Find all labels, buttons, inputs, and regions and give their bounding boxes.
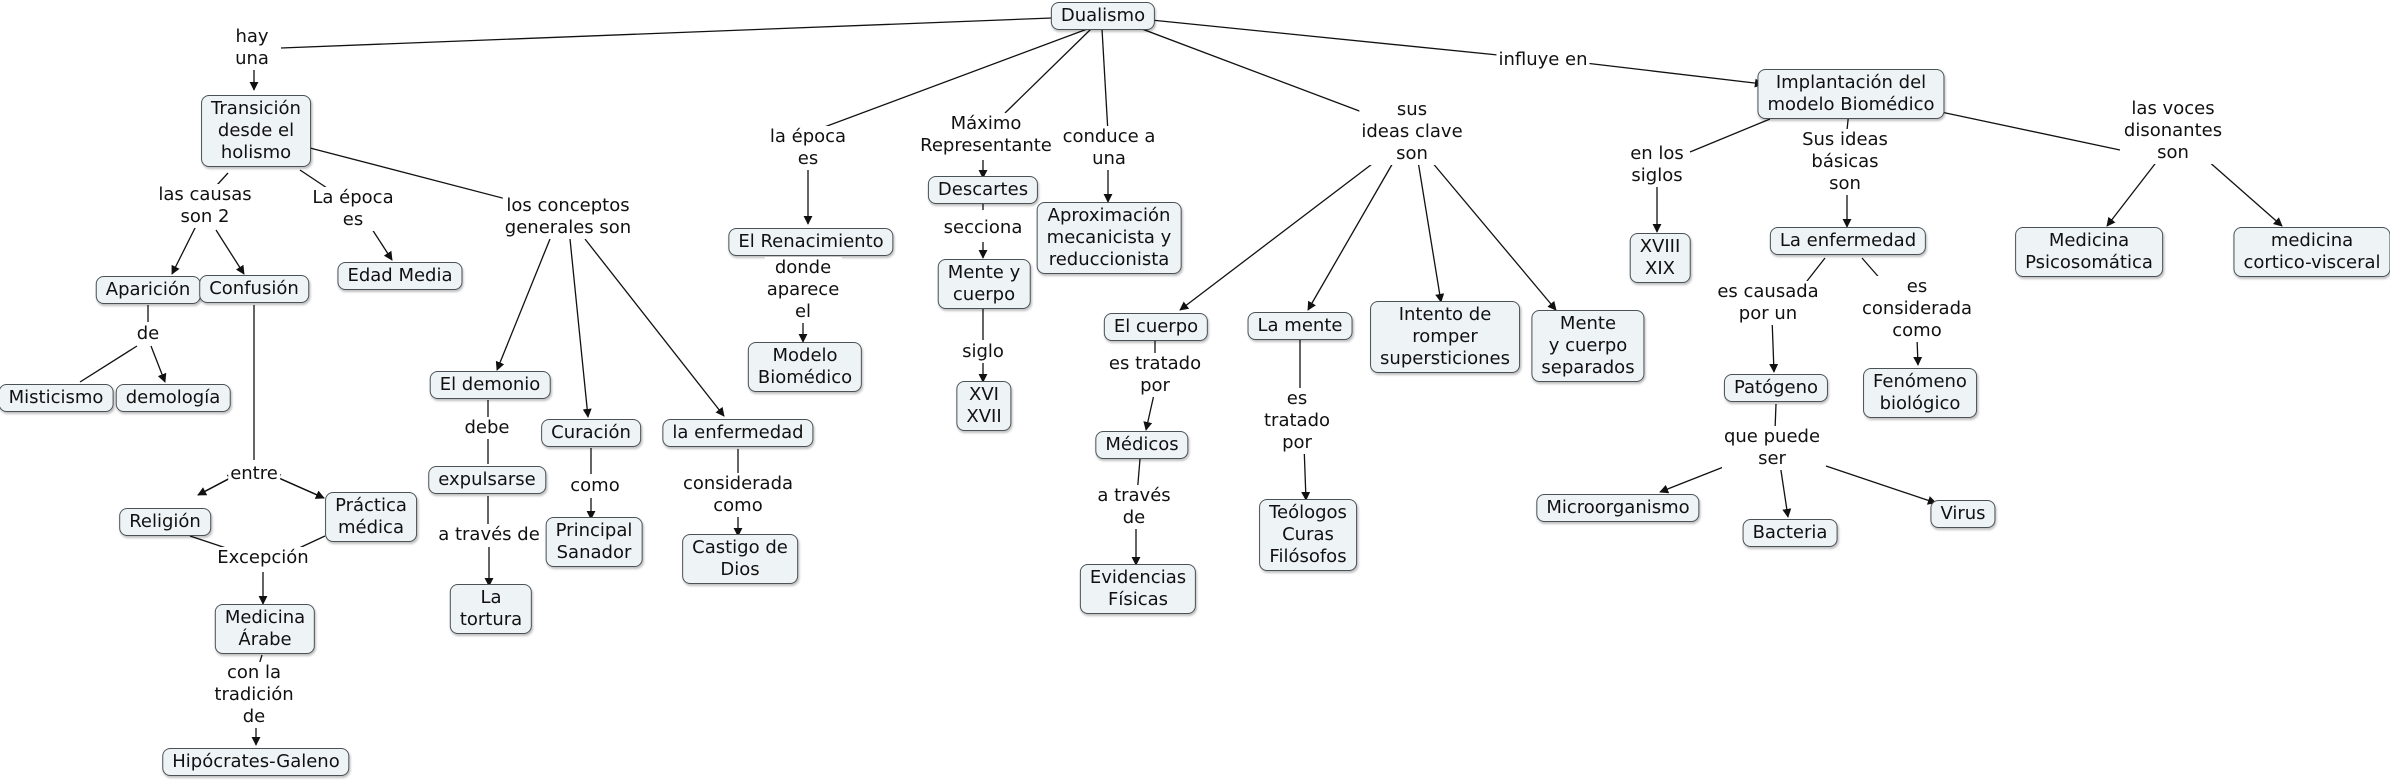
node-evidencias-fisicas[interactable]: Evidencias Físicas (1079, 564, 1197, 614)
link-label-la-epoca-es: La época es (310, 187, 396, 231)
node-el-demonio[interactable]: El demonio (429, 371, 551, 399)
node-la-enfermedad-castigo[interactable]: la enfermedad (662, 419, 814, 447)
node-intento-romper[interactable]: Intento de romper supersticiones (1370, 301, 1520, 373)
link-label-maximo-representante: Máximo Representante (918, 113, 1054, 157)
node-medicos[interactable]: Médicos (1095, 431, 1189, 459)
node-patogeno[interactable]: Patógeno (1723, 374, 1829, 402)
node-castigo-de-dios[interactable]: Castigo de Dios (682, 534, 798, 584)
link-label-debe: debe (462, 417, 512, 439)
node-aparicion[interactable]: Aparición (95, 276, 201, 304)
node-hipocrates-galeno[interactable]: Hipócrates-Galeno (162, 748, 350, 776)
link-label-la-epoca-es-2: la época es (767, 126, 849, 170)
link-label-con-la-tradicion: con la tradición de (212, 662, 296, 728)
node-dualismo[interactable]: Dualismo (1050, 2, 1156, 30)
link-label-sus-ideas-basicas: Sus ideas básicas son (1800, 129, 1890, 195)
link-label-entre: entre (228, 463, 280, 485)
link-label-es-causada: es causada por un (1715, 281, 1821, 325)
node-mente-y-cuerpo[interactable]: Mente y cuerpo (937, 259, 1031, 309)
node-siglos-xviii-xix[interactable]: XVIII XIX (1629, 233, 1691, 283)
node-aproximacion[interactable]: Aproximación mecanicista y reduccionista (1036, 202, 1182, 274)
node-medicina-arabe[interactable]: Medicina Árabe (214, 604, 316, 654)
link-label-que-puede-ser: que puede ser (1721, 426, 1823, 470)
node-confusion[interactable]: Confusión (199, 275, 309, 303)
link-label-es-tratado-por-2: es tratado por (1261, 388, 1333, 454)
link-label-de: de (134, 323, 162, 345)
link-label-conduce-a-una: conduce a una (1060, 126, 1158, 170)
link-label-donde-aparece: donde aparece el (764, 257, 842, 323)
link-label-considerada-como-1: considerada como (680, 473, 796, 517)
node-curacion[interactable]: Curación (541, 419, 641, 447)
node-descartes[interactable]: Descartes (927, 176, 1039, 204)
node-fenomeno-biologico[interactable]: Fenómeno biológico (1863, 368, 1977, 418)
node-la-mente[interactable]: La mente (1247, 312, 1353, 340)
link-label-influye-en: influye en (1496, 49, 1590, 71)
node-medicina-cortico-visceral[interactable]: medicina cortico-visceral (2233, 227, 2390, 277)
node-expulsarse[interactable]: expulsarse (428, 466, 546, 494)
link-label-es-tratado-por-1: es tratado por (1106, 353, 1204, 397)
node-la-tortura[interactable]: La tortura (449, 584, 533, 634)
node-transicion[interactable]: Transición desde el holismo (201, 95, 311, 167)
link-label-siglo: siglo (960, 341, 1006, 363)
node-modelo-biomedico[interactable]: Modelo Biomédico (747, 342, 863, 392)
link-label-hay-una: hay una (233, 26, 271, 70)
link-label-como: como (568, 475, 622, 497)
node-bacteria[interactable]: Bacteria (1742, 519, 1838, 547)
link-label-los-conceptos: los conceptos generales son (502, 195, 634, 239)
node-demologia[interactable]: demología (115, 384, 231, 412)
link-label-excepcion: Excepción (215, 547, 311, 569)
node-la-enfermedad[interactable]: La enfermedad (1769, 227, 1927, 255)
node-religion[interactable]: Religión (119, 508, 211, 536)
node-siglos-xvi-xvii[interactable]: XVI XVII (956, 381, 1012, 431)
node-misticismo[interactable]: Misticismo (0, 384, 114, 412)
link-label-voces-disonantes: las voces disonantes son (2121, 98, 2225, 164)
node-microorganismo[interactable]: Microorganismo (1536, 494, 1700, 522)
link-label-las-causas: las causas son 2 (156, 184, 254, 228)
node-el-cuerpo[interactable]: El cuerpo (1103, 313, 1209, 341)
link-label-a-traves-de-1: a través de (436, 524, 542, 546)
node-virus[interactable]: Virus (1930, 500, 1996, 528)
node-practica-medica[interactable]: Práctica médica (325, 492, 417, 542)
node-teologos[interactable]: Teólogos Curas Filósofos (1259, 499, 1357, 571)
node-medicina-psicosomatica[interactable]: Medicina Psicosomática (2015, 227, 2163, 277)
node-edad-media[interactable]: Edad Media (337, 262, 463, 290)
node-principal-sanador[interactable]: Principal Sanador (545, 517, 643, 567)
node-implantacion[interactable]: Implantación del modelo Biomédico (1757, 69, 1945, 119)
link-label-a-traves-de-2: a través de (1095, 485, 1173, 529)
link-label-secciona: secciona (941, 217, 1025, 239)
node-mente-cuerpo-separados[interactable]: Mente y cuerpo separados (1531, 310, 1645, 382)
link-label-en-los-siglos: en los siglos (1628, 143, 1686, 187)
link-label-es-considerada-como-2: es considerada como (1859, 276, 1975, 342)
link-label-sus-ideas-clave: sus ideas clave son (1359, 99, 1465, 165)
node-el-renacimiento[interactable]: El Renacimiento (728, 228, 894, 256)
